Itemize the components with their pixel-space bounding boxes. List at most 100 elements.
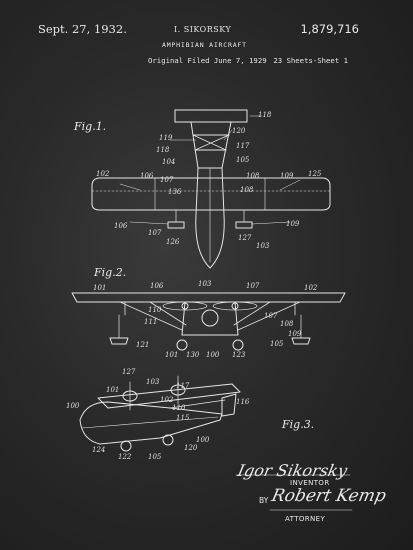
fig1-boom-brace — [192, 134, 227, 151]
fig2-engine-center — [201, 309, 219, 327]
fig2-ref: 121 — [136, 341, 149, 349]
fig1-ref: 107 — [148, 229, 162, 237]
fig1-reference-numerals: 118 119 120 117 118 104 105 106 107 108 … — [96, 111, 322, 250]
fig1-tail-boom-right — [221, 121, 232, 169]
fig2-ref: 123 — [232, 351, 246, 359]
fig2-hull-front — [181, 301, 239, 336]
sheet-count: 23 Sheets-Sheet 1 — [273, 56, 348, 65]
fig2-ref: 111 — [144, 318, 157, 326]
fig1-ref: 107 — [160, 176, 174, 184]
fig3-ref: 102 — [160, 396, 174, 404]
inventor-label: INVENTOR — [290, 479, 330, 487]
fig1-upper-wing — [91, 177, 331, 211]
fig1-ref: 126 — [166, 238, 180, 246]
fig2-float-right — [291, 337, 311, 345]
fig2-ref: 108 — [280, 320, 294, 328]
fig2-label: Fig.2. — [93, 266, 126, 279]
fig3-ref: 117 — [176, 382, 190, 390]
inventor-signature: Igor Sikorsky — [235, 461, 349, 480]
fig1-ref: 105 — [236, 156, 250, 164]
patent-title: AMPHIBIAN AIRCRAFT — [162, 41, 247, 49]
fig3-chine-line — [81, 416, 219, 429]
fig3-ref: 100 — [196, 436, 210, 444]
fig1-hull — [195, 167, 225, 269]
fig3-ref: 100 — [66, 402, 80, 410]
fig1-ref: 120 — [232, 127, 246, 135]
fig2-ref: 101 — [165, 351, 178, 359]
fig3-hull — [79, 401, 223, 445]
fig1-leader-lines — [119, 115, 301, 225]
patent-date: Sept. 27, 1932. — [38, 22, 127, 36]
fig2-ref: 100 — [206, 351, 220, 359]
fig2-propeller-right — [212, 301, 258, 311]
fig1-tail-stabilizer — [174, 109, 248, 123]
fig3-ref: 120 — [184, 444, 198, 452]
fig3-ref: 122 — [118, 453, 132, 461]
fig1-ref: 102 — [96, 170, 110, 178]
fig2-ref: 107 — [264, 312, 278, 320]
fig1-ref: 136 — [168, 188, 182, 196]
fig2-ref: 101 — [93, 284, 106, 292]
fig3-tail-boom — [169, 399, 226, 409]
attorney-signature: Robert Kemp — [269, 486, 388, 506]
fig2-ref: 107 — [246, 282, 260, 290]
fig3-wing — [97, 383, 241, 409]
fig2-ref: 103 — [198, 280, 212, 288]
fig3-perspective-view: Fig.3. 127 103 117 101 100 102 — [66, 368, 314, 461]
fig3-wheel — [120, 440, 132, 452]
fig1-ref: 103 — [256, 242, 270, 250]
fig1-label: Fig.1. — [73, 120, 106, 133]
fig2-ref: 105 — [270, 340, 284, 348]
fig3-tail-fin — [221, 393, 237, 417]
attorney-label: ATTORNEY — [285, 515, 326, 523]
fig1-boom-brace — [194, 134, 230, 151]
fig2-ref: 102 — [304, 284, 318, 292]
fig2-upper-wing — [71, 292, 346, 303]
patent-number: 1,879,716 — [300, 22, 359, 36]
fig2-struts — [119, 301, 301, 331]
fig3-reference-numerals: 127 103 117 101 100 102 110 116 115 124 … — [66, 368, 250, 461]
fig1-ref: 106 — [114, 222, 128, 230]
fig2-reference-numerals: 101 106 103 107 102 110 111 107 108 109 … — [93, 280, 318, 359]
fig3-ref: 115 — [176, 414, 190, 422]
inventor-name: I. SIKORSKY — [174, 25, 232, 34]
fig3-label: Fig.3. — [281, 418, 314, 431]
fig1-ref: 118 — [156, 146, 170, 154]
fig2-engine-right — [231, 302, 239, 310]
fig1-plan-view: Fig.1. — [73, 109, 331, 269]
fig1-ref: 109 — [286, 220, 300, 228]
fig2-ref: 130 — [186, 351, 200, 359]
fig1-ref: 106 — [140, 172, 154, 180]
fig1-ref: 119 — [159, 134, 173, 142]
fig1-float-right — [235, 221, 253, 229]
fig2-front-view: Fig.2. — [71, 266, 346, 359]
fig1-ref: 118 — [258, 111, 272, 119]
fig2-wheel-right — [232, 339, 244, 351]
fig3-ref: 124 — [92, 446, 105, 454]
fig3-ref: 105 — [148, 453, 162, 461]
fig2-wheel-left — [176, 339, 188, 351]
fig3-ref: 101 — [106, 386, 119, 394]
fig1-tail-boom-left — [190, 121, 199, 169]
fig1-ref: 108 — [240, 186, 254, 194]
filing-date: Original Filed June 7, 1929 — [148, 56, 267, 65]
fig1-ref: 104 — [162, 158, 175, 166]
fig3-ref: 103 — [146, 378, 160, 386]
fig2-ref: 106 — [150, 282, 164, 290]
fig2-ref: 110 — [148, 306, 162, 314]
fig3-ref: 127 — [122, 368, 136, 376]
by-label: BY — [259, 496, 269, 505]
fig2-ref: 109 — [288, 330, 302, 338]
fig1-float-left — [167, 221, 185, 229]
fig3-ref: 110 — [172, 404, 186, 412]
fig3-ref: 116 — [236, 398, 250, 406]
fig1-ref: 127 — [238, 234, 252, 242]
fig2-propeller-left — [162, 301, 208, 311]
fig3-wheel — [162, 434, 174, 446]
fig1-ref: 108 — [246, 172, 260, 180]
fig2-float-left — [109, 337, 129, 345]
fig1-ref: 117 — [236, 142, 250, 150]
fig2-engine-left — [181, 302, 189, 310]
